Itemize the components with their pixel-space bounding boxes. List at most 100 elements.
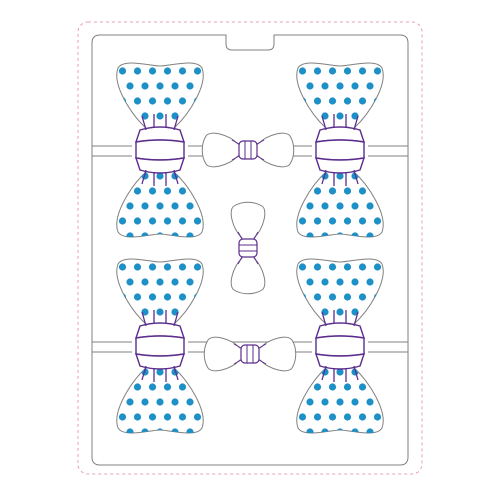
polka-dot [381,368,384,376]
polka-dot [133,97,142,105]
polka-dot [328,67,337,75]
polka-dot [358,413,367,421]
polka-dot [336,112,344,120]
polka-dot [296,232,299,238]
polka-dot [358,263,367,271]
polka-dot [133,67,142,75]
polka-dot [201,232,204,238]
polka-dot [276,248,283,255]
polka-dot [141,112,149,120]
polka-dot [351,112,359,120]
polka-dot [156,112,164,120]
polka-dot [366,52,373,59]
polka-dot [381,428,384,434]
polka-dot [359,247,366,254]
polka-dot [156,172,164,180]
polka-dot [389,187,396,194]
polka-dot [201,202,204,210]
polka-dot [343,187,352,195]
polka-dot [276,112,283,119]
polka-dot [116,232,119,238]
polka-dot [96,368,103,375]
polka-dot [148,263,157,271]
polka-dot [321,202,329,210]
polka-dot [134,443,141,450]
polka-dot [296,398,299,406]
polka-dot [389,217,396,224]
polka-dot [126,428,134,434]
polka-dot [209,383,216,390]
polka-dot [298,413,307,421]
polka-dot [373,67,382,75]
polka-dot [201,428,204,434]
polka-dot [299,443,306,450]
polka-dot [313,217,322,225]
polka-dot [344,443,351,450]
polka-dot [284,233,291,240]
polka-dot [381,52,388,59]
polka-dot [209,233,216,240]
polka-dot [389,37,396,44]
bleed-outline [77,21,423,475]
polka-dot [164,443,171,450]
polka-dot [343,293,352,301]
polka-dot [201,308,204,316]
polka-dot [296,172,299,180]
polka-dot [321,52,328,59]
polka-dot [209,97,216,104]
polka-dot [366,202,374,210]
polka-dot [104,187,111,194]
polka-dot [209,37,216,44]
polka-dot [163,413,172,421]
polka-dot [194,443,201,450]
polka-dot [276,428,283,435]
polka-dot [179,247,186,254]
polka-dot [306,398,314,406]
polka-dot [126,52,133,59]
polka-dot [396,82,403,89]
polka-dot [336,202,344,210]
polka-dot [171,52,178,59]
polka-dot [141,248,148,255]
polka-dot [358,293,367,301]
polka-dot [336,308,344,316]
polka-dot [163,263,172,271]
polka-dot [104,263,111,270]
polka-dot [148,383,157,391]
polka-dot [224,293,231,300]
polka-dot [133,217,142,225]
polka-dot [389,413,396,420]
polka-dot [291,248,298,255]
polka-dot [296,428,299,434]
polka-dot [296,202,299,210]
polka-dot [328,413,337,421]
polka-dot [216,112,223,119]
polka-dot [276,52,283,59]
polka-dot [313,67,322,75]
polka-dot [396,112,403,119]
polka-dot [336,248,343,255]
polka-dot [126,278,134,286]
polka-dot [118,413,127,421]
polka-dot [381,232,384,238]
polka-dot [209,443,216,450]
polka-dot [186,82,194,90]
polka-dot [321,308,329,316]
polka-dot [284,37,291,44]
polka-dot [224,413,231,420]
polka-dot [201,172,204,180]
polka-dot [209,247,216,254]
polka-dot [284,247,291,254]
polka-dot [298,217,307,225]
polka-dot [296,368,299,376]
polka-dot [396,308,403,315]
polka-dot [96,398,103,405]
polka-dot [126,202,134,210]
polka-dot [141,202,149,210]
polka-dot [328,217,337,225]
polka-dot [163,187,172,195]
polka-dot-bow-icon [104,37,231,254]
polka-dot [193,217,202,225]
polka-dot [224,37,231,44]
polka-dot-bow-icon [96,233,231,450]
